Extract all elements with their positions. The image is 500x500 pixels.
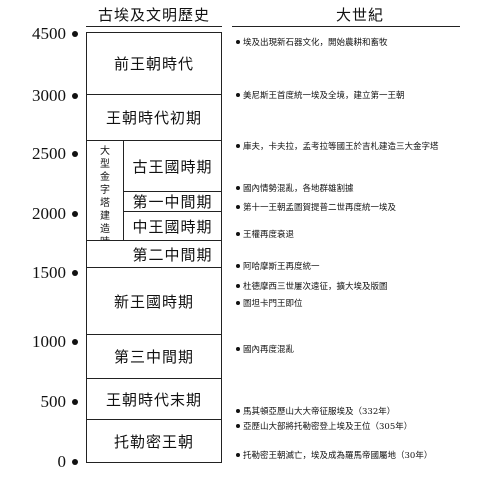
event-item: 杜德摩西三世屢次遠征，擴大埃及版圖 [236, 282, 388, 292]
tick-label-1000: 1000 [32, 332, 66, 351]
right-header-rule [232, 26, 460, 27]
bullet-icon [236, 283, 240, 288]
period-ptolemaic: 托勒密王朝 [86, 419, 222, 463]
event-item: 馬其頓亞歷山大大帝征服埃及（332年） [236, 407, 395, 417]
period-middle-kingdom: 中王國時期 [123, 211, 222, 241]
tick-label-2500: 2500 [32, 144, 66, 163]
tick-label-1500: 1500 [32, 263, 66, 282]
tick-dot-4500 [72, 31, 78, 37]
bullet-icon [236, 185, 240, 190]
bullet-icon [236, 423, 240, 428]
bullet-icon [236, 39, 240, 44]
tick-label-2000: 2000 [32, 204, 66, 223]
event-item: 托勒密王朝滅亡，埃及成為羅馬帝國屬地（30年） [236, 451, 432, 461]
event-item: 國內再度混亂 [236, 345, 294, 355]
period-second-intermediate: 第二中間期 [86, 240, 222, 268]
bullet-icon [236, 92, 240, 97]
tick-label-500: 500 [40, 392, 67, 411]
bullet-icon [236, 231, 240, 236]
bullet-icon [236, 143, 240, 148]
bullet-icon [236, 300, 240, 305]
bullet-icon [236, 204, 240, 209]
left-column-header: 古埃及文明歷史 [97, 6, 210, 24]
tick-dot-3000 [72, 93, 78, 99]
event-item: 阿哈摩斯王再度統一 [236, 262, 320, 272]
event-item: 庫夫，卡夫拉，孟考拉等國王於吉札建造三大金字塔 [236, 142, 439, 152]
event-item: 王權再度衰退 [236, 230, 294, 240]
tick-dot-500 [72, 399, 78, 405]
period-third-intermediate: 第三中間期 [86, 334, 222, 379]
tick-dot-0 [72, 459, 78, 465]
right-column-header: 大世紀 [335, 6, 384, 24]
tick-label-4500: 4500 [32, 24, 66, 43]
tick-dot-1000 [72, 339, 78, 345]
bullet-icon [236, 452, 240, 457]
event-item: 國內情勢混亂，各地群雄割據 [236, 184, 354, 194]
tick-label-0: 0 [57, 452, 67, 471]
event-item: 第十一王朝孟圖賀提普二世再度統一埃及 [236, 203, 396, 213]
event-item: 美尼斯王首度統一埃及全境，建立第一王朝 [236, 91, 405, 101]
period-early-dynastic: 王朝時代初期 [86, 94, 222, 141]
period-first-intermediate: 第一中間期 [123, 191, 222, 212]
tick-dot-2500 [72, 151, 78, 157]
bullet-icon [236, 408, 240, 413]
event-item: 埃及出現新石器文化，開始農耕和畜牧 [236, 38, 388, 48]
period-predynastic: 前王朝時代 [86, 32, 222, 95]
tick-dot-1500 [72, 270, 78, 276]
tick-label-3000: 3000 [32, 86, 66, 105]
period-late-period: 王朝時代末期 [86, 378, 222, 420]
period-old-kingdom: 古王國時期 [123, 140, 222, 192]
event-item: 圖坦卡門王即位 [236, 299, 303, 309]
bullet-icon [236, 346, 240, 351]
pyramid-era-label: 大型金字塔建造時期 [86, 140, 124, 261]
event-item: 亞歷山大部將托勒密登上埃及王位（305年） [236, 422, 412, 432]
bullet-icon [236, 263, 240, 268]
period-new-kingdom: 新王國時期 [86, 267, 222, 335]
left-header-rule [86, 26, 222, 27]
tick-dot-2000 [72, 211, 78, 217]
